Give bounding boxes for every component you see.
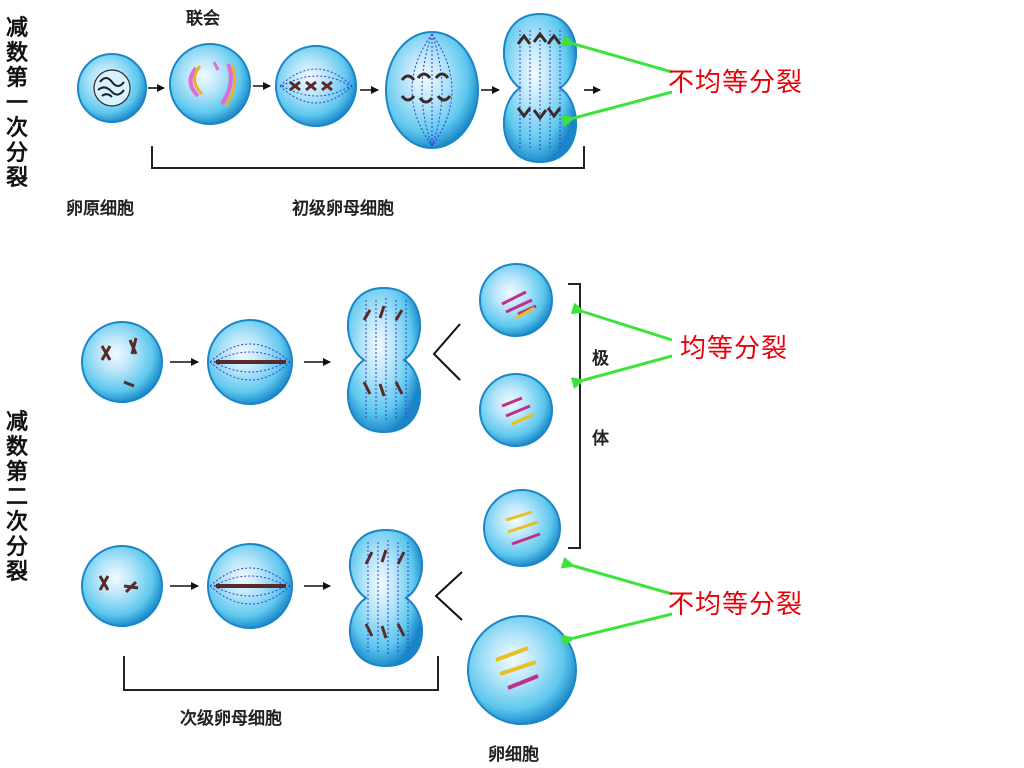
- secondary-oocyte-anaphase-cell: [346, 286, 422, 434]
- equal-arrow-a: [570, 302, 673, 342]
- oogonium-cell: [77, 53, 147, 123]
- egg-cell: [467, 615, 577, 725]
- primary-oocyte-anaphase-cell: [385, 31, 479, 149]
- unequal-arrow-1a: [560, 34, 673, 74]
- unequal-division-label-2: 不均等分裂: [668, 590, 804, 620]
- first-polar-body-metaphase-cell: [207, 543, 293, 629]
- secondary-oocyte-metaphase-cell: [207, 319, 293, 405]
- polar-body-label-1: 极: [592, 349, 609, 369]
- unequal-arrow-2b: [560, 612, 673, 647]
- egg-cell-label: 卵细胞: [488, 745, 539, 765]
- secondary-oocyte-prophase-cell: [81, 321, 163, 403]
- synapsis-label: 联会: [186, 9, 220, 29]
- oogonium-label: 卵原细胞: [66, 199, 134, 219]
- first-polar-body-anaphase-cell: [348, 528, 424, 668]
- polar-body-bracket: [568, 283, 581, 549]
- primary-oocyte-bracket: [151, 146, 585, 169]
- unequal-arrow-2a: [560, 556, 673, 596]
- secondary-oocyte-label: 次级卵母细胞: [180, 709, 282, 729]
- split-chevron-upper: [432, 323, 461, 381]
- unequal-arrow-1b: [560, 90, 673, 127]
- equal-division-label: 均等分裂: [680, 334, 789, 364]
- primary-oocyte-label: 初级卵母细胞: [292, 199, 394, 219]
- polar-body-cell-3: [483, 489, 561, 567]
- secondary-oocyte-bracket: [123, 656, 439, 691]
- meiosis-1-stage-label: 减 数 第 一 次 分 裂: [5, 15, 28, 191]
- polar-body-cell-2: [479, 373, 553, 447]
- synapsis-cell: [169, 43, 251, 125]
- meiosis-2-stage-label: 减 数 第 二 次 分 裂: [5, 409, 28, 585]
- polar-body-label-2: 体: [592, 429, 609, 449]
- primary-oocyte-telophase-cell: [502, 12, 578, 164]
- unequal-division-label-1: 不均等分裂: [668, 68, 804, 98]
- first-polar-body-prophase-cell: [81, 545, 163, 627]
- split-chevron-lower: [434, 571, 463, 621]
- equal-arrow-b: [570, 354, 673, 389]
- primary-oocyte-metaphase-cell: [275, 45, 357, 127]
- polar-body-cell-1: [479, 263, 553, 337]
